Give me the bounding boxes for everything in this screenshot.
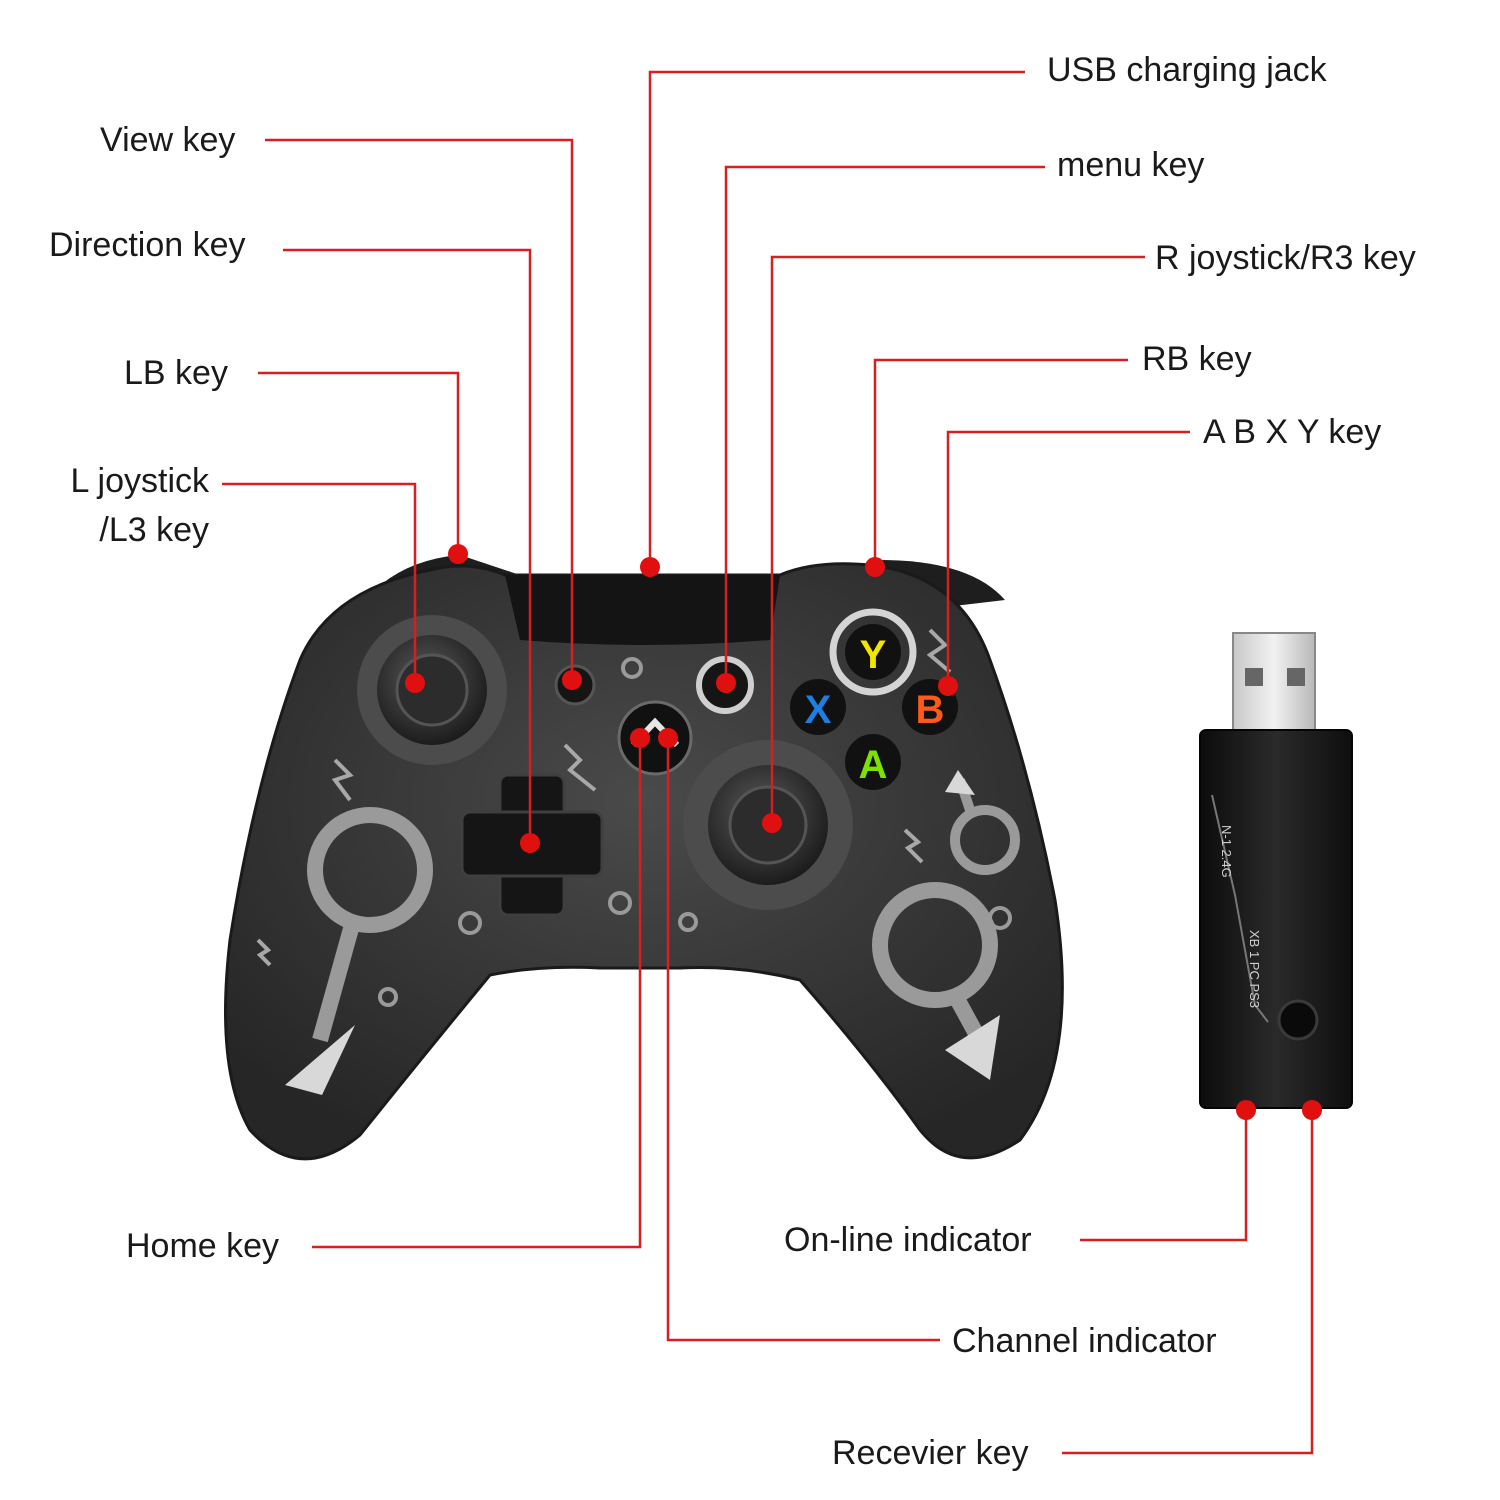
home-button (617, 700, 693, 776)
left-stick (357, 615, 507, 765)
receiver-model-text: N-1 2.4G (1219, 825, 1234, 878)
controller-body (224, 562, 1064, 1161)
receiver-body (1199, 729, 1353, 1109)
label-lb-key: LB key (124, 354, 228, 392)
label-online-indicator: On-line indicator (784, 1221, 1032, 1259)
label-l-joystick-line2: /L3 key (99, 511, 209, 549)
decor-arrow-top (945, 770, 975, 795)
markers (405, 544, 1322, 1120)
bolt-marks (256, 628, 952, 967)
label-direction-key: Direction key (49, 226, 246, 264)
label-r-joystick: R joystick/R3 key (1155, 239, 1416, 277)
top-trim (505, 575, 780, 645)
face-button-a-label: A (859, 743, 888, 787)
usb-receiver: N-1 2.4G XB 1 PC PS3 (1199, 632, 1353, 1109)
label-usb-charging-jack: USB charging jack (1047, 51, 1327, 89)
face-button-a: A (845, 734, 901, 790)
label-l-joystick-line1: L joystick (70, 462, 209, 500)
label-home-key: Home key (126, 1227, 280, 1265)
face-button-y-label: Y (860, 633, 887, 677)
decor-arrow-left (285, 1025, 355, 1095)
label-menu-key: menu key (1057, 146, 1205, 184)
label-view-key: View key (100, 121, 236, 159)
controller: Y X B A (224, 555, 1064, 1161)
receiver-platforms-text: XB 1 PC PS3 (1247, 930, 1262, 1008)
label-rb-key: RB key (1142, 340, 1252, 378)
leader-lines (222, 70, 1314, 1455)
label-channel-indicator: Channel indicator (952, 1322, 1217, 1360)
decor-arrow-right (945, 1015, 1000, 1080)
face-button-x-label: X (805, 688, 832, 732)
face-button-x: X (790, 679, 846, 735)
receiver-pair-button (1277, 999, 1319, 1041)
face-button-y: Y (845, 624, 901, 680)
label-receiver-key: Recevier key (832, 1434, 1029, 1472)
label-abxy-key: A B X Y key (1203, 413, 1382, 451)
decor-symbols (307, 778, 1020, 1054)
face-button-b-label: B (916, 688, 945, 732)
